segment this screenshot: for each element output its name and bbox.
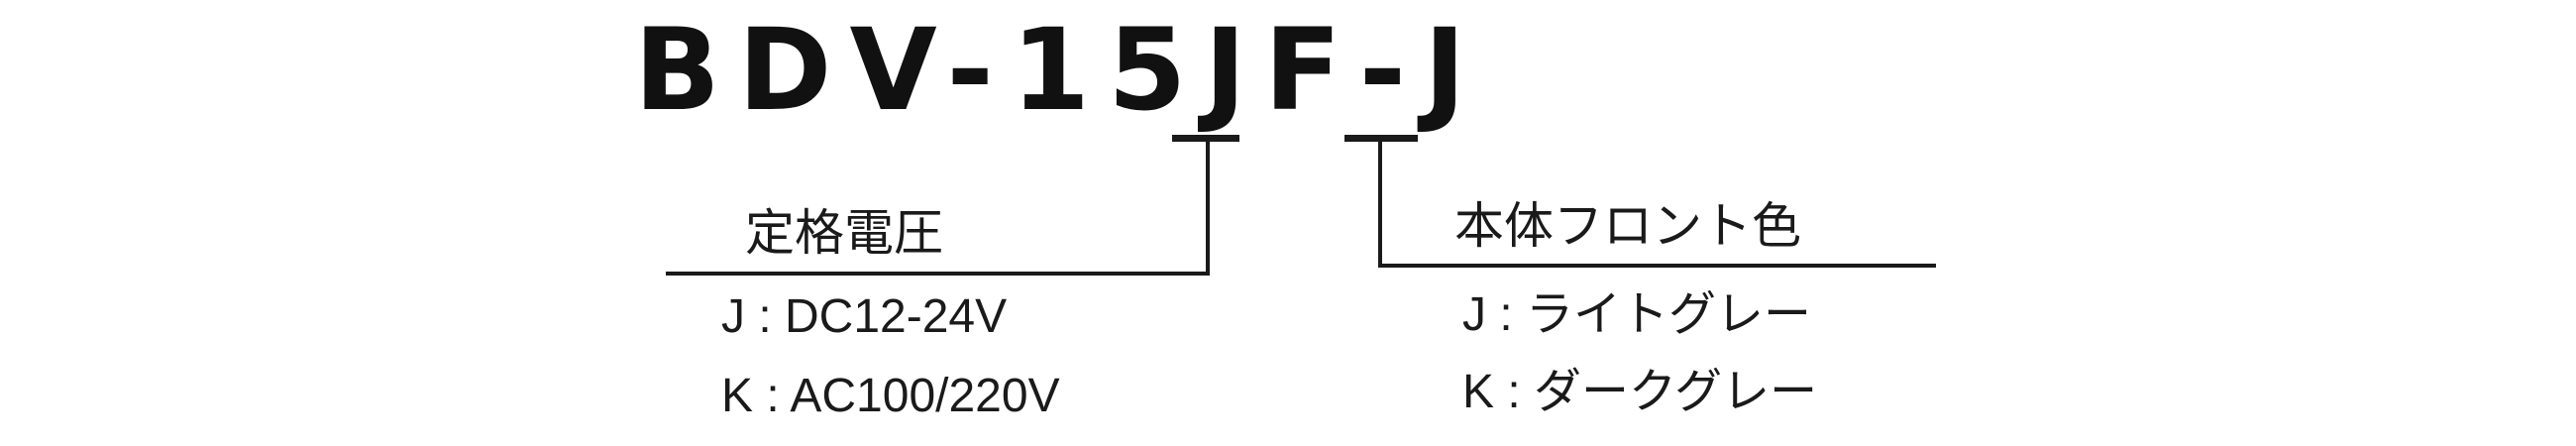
color-leader-vertical [1378,141,1382,268]
model-code-mid: F [1263,4,1359,136]
model-code-prefix: BDV-15 [634,4,1205,136]
color-option-k: K : ダークグレー [1462,366,1818,418]
voltage-leader-horizontal [666,272,1210,276]
model-code-separator: - [1358,4,1425,136]
voltage-group-title: 定格電圧 [745,204,943,262]
color-group-title: 本体フロント色 [1454,197,1801,255]
voltage-option-j: J : DC12-24V [721,290,1008,343]
model-code: BDV-15JF-J [634,8,1483,132]
color-leader-horizontal [1378,264,1936,268]
color-option-j: J : ライトグレー [1462,288,1812,341]
voltage-code-underline [1172,135,1239,142]
color-code-underline [1344,135,1418,142]
model-code-voltage-letter: J [1204,4,1264,136]
voltage-option-k: K : AC100/220V [721,370,1060,422]
model-code-color-letter: J [1424,4,1484,136]
voltage-leader-vertical [1206,141,1210,276]
